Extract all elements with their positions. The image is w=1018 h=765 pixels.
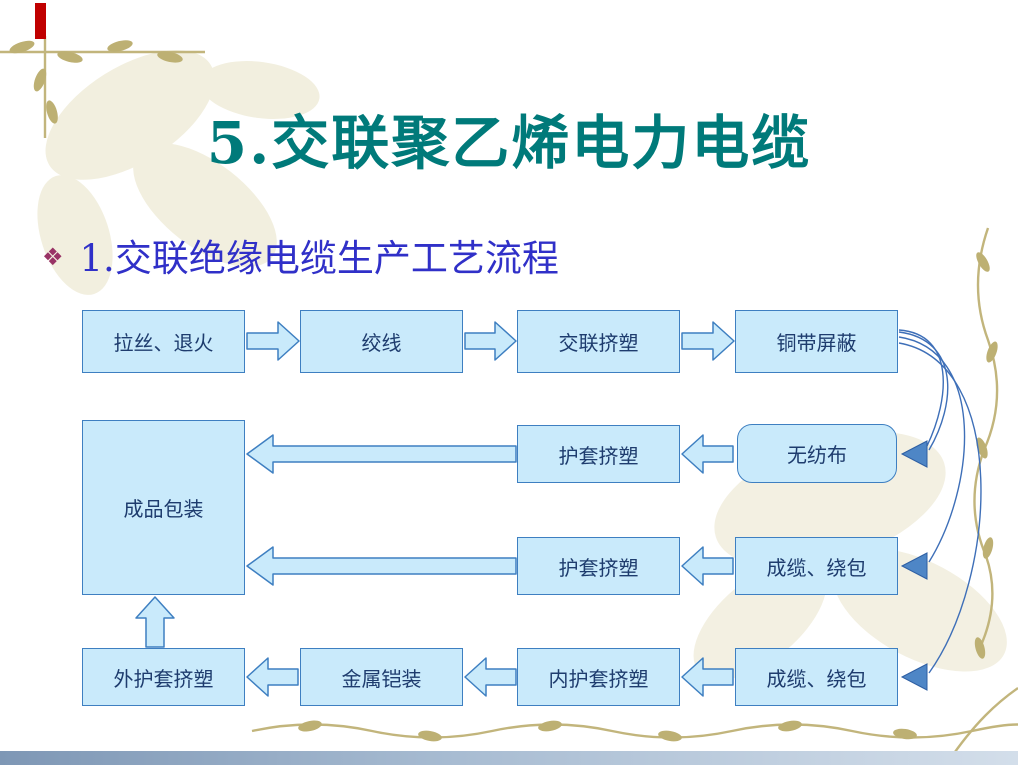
curved-connector [898,342,982,674]
node-crosslink-extrusion: 交联挤塑 [517,310,680,373]
node-copper-tape-shield: 铜带屏蔽 [735,310,898,373]
block-arrow-left [681,546,734,586]
node-cabling-lapping-1: 成缆、绕包 [735,537,898,595]
node-metal-armoring: 金属铠装 [300,648,463,706]
node-sheath-extrusion-2: 护套挤塑 [517,537,680,595]
vine-ornaments [0,36,1018,763]
node-sheath-extrusion-1: 护套挤塑 [517,425,680,483]
node-finished-packaging: 成品包装 [82,420,245,595]
curve-arrowhead [900,440,928,468]
block-arrow-left-long [246,434,517,474]
red-accent-bar [35,3,46,39]
block-arrow-left [246,657,299,697]
curved-connector [898,331,949,451]
pale-floral-top-left [37,50,320,295]
node-wire-drawing-annealing: 拉丝、退火 [82,310,245,373]
node-nonwoven-fabric: 无纺布 [737,424,897,483]
node-cabling-lapping-2: 成缆、绕包 [735,648,898,706]
block-arrow-up [135,596,175,648]
block-arrow-right [246,321,300,361]
slide-subtitle: 1.交联绝缘电缆生产工艺流程 [79,237,559,280]
node-outer-sheath-extrusion: 外护套挤塑 [82,648,245,706]
page-title: 5.交联聚乙烯电力电缆 [206,109,812,177]
block-arrow-right [464,321,517,361]
curve-arrowhead [900,663,928,691]
vine-leaves [9,40,998,742]
curve-arrowhead [900,552,928,580]
block-arrow-left-long [246,546,517,586]
block-arrow-left [681,657,734,697]
block-arrow-left [681,434,734,474]
block-arrow-right [681,321,735,361]
curved-connector [898,336,966,563]
subtitle-row: ❖ 1.交联绝缘电缆生产工艺流程 [42,228,559,282]
diamond-bullet-icon: ❖ [42,243,64,271]
curved-connector [898,329,944,447]
node-stranding: 绞线 [300,310,463,373]
bottom-border-bar [0,751,1018,765]
block-arrow-left [464,657,517,697]
node-inner-sheath-extrusion: 内护套挤塑 [517,648,680,706]
